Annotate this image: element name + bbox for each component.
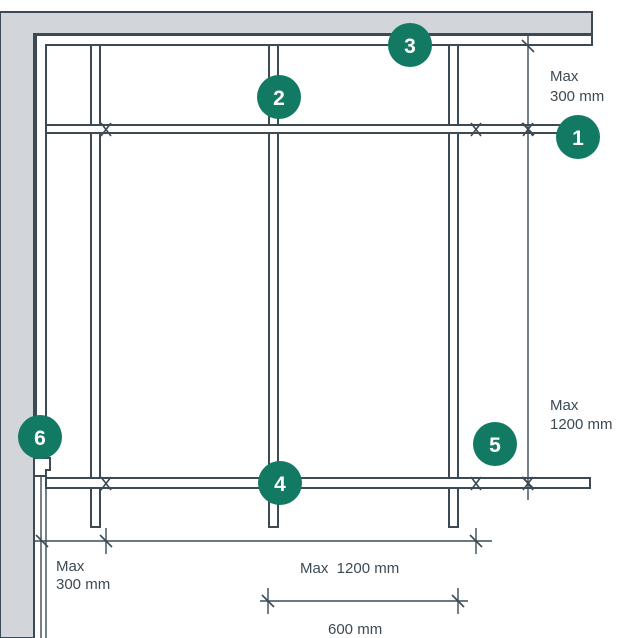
stud-spacing-dimension [260,588,468,614]
callout-2: 2 [257,75,301,119]
callout-4-number: 4 [274,473,286,496]
callout-6-number: 6 [34,427,46,450]
bottom-left-dim-line1: Max [56,558,85,575]
runner-bottom [45,477,591,489]
bottom-dimension [34,528,492,554]
callout-1: 1 [556,115,600,159]
right-lower-dim-line2: 1200 mm [550,416,613,433]
top-right-dim-line1: Max [550,68,579,85]
bottom-left-dim-label: Max 300 mm [56,558,110,593]
stud-spacing-dim-label: 600 mm [328,621,382,638]
callout-4: 4 [258,461,302,505]
wall-and-ceiling [0,11,593,638]
top-right-dim-line2: 300 mm [550,88,604,105]
stud-center [268,44,279,528]
right-lower-dim-line1: Max [550,397,579,414]
fixing-marks [100,122,534,491]
bottom-left-dim-line2: 300 mm [56,576,110,593]
stud-right [448,44,459,528]
callout-5-number: 5 [489,434,501,457]
right-lower-dim-label: Max 1200 mm [550,397,613,433]
bottom-span-dim-label: Max 1200 mm [300,560,399,577]
callout-2-number: 2 [273,87,285,110]
top-right-dim-label: Max 300 mm [550,68,604,105]
right-dimension [521,36,535,500]
callout-3-number: 3 [404,35,416,58]
callout-6: 6 [18,415,62,459]
runner-top [45,124,571,134]
callout-1-number: 1 [572,127,584,150]
wall-clip [33,457,51,477]
callout-3: 3 [388,23,432,67]
perimeter-track [35,34,593,461]
stud-left [90,44,101,528]
callout-5: 5 [473,422,517,466]
